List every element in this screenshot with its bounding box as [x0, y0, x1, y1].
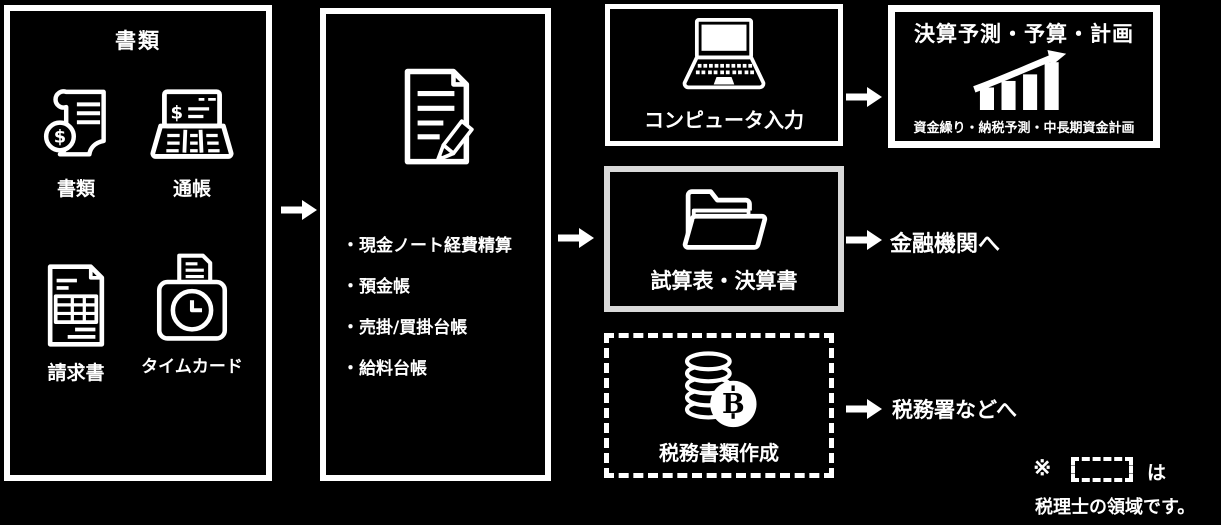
invoice-label: 請求書 [47, 362, 105, 384]
svg-text:B: B [722, 389, 745, 420]
svg-text:$: $ [54, 127, 66, 148]
ledger-list: ・現金ノート経費精算 ・預金帳 ・売掛/買掛台帳 ・給料台帳 [342, 236, 512, 400]
laptop-icon [673, 17, 776, 94]
trial-balance-box: 試算表・決算書 [604, 166, 844, 312]
legend-dashed-box-sample [1071, 457, 1133, 482]
time-card-icon [151, 245, 233, 343]
flow-arrow-icon [846, 399, 882, 419]
time-card-label: タイムカード [141, 357, 243, 377]
tax-documents-box: B 税務書類作成 [604, 333, 834, 478]
flow-arrow-icon [281, 200, 317, 220]
invoice-icon [40, 251, 112, 349]
forecast-box: 決算予測・予算・計画 資金繰り・納税予測・中長期資金計画 [888, 5, 1160, 148]
svg-text:$: $ [170, 102, 183, 123]
computer-input-label: コンピュータ入力 [644, 108, 804, 132]
destination-financial-institutions: 金融機関へ [890, 231, 1001, 257]
document-pencil-icon [390, 66, 482, 169]
time-card-item: タイムカード [136, 245, 248, 377]
documents-box: 書類 $ 書類 $ [4, 5, 272, 481]
forecast-title: 決算予測・予算・計画 [914, 21, 1134, 46]
flow-arrow-icon [846, 87, 882, 107]
passbook-label: 通帳 [172, 178, 211, 200]
invoice-item: 請求書 [24, 251, 128, 385]
documents-box-title: 書類 [115, 28, 161, 53]
trial-balance-label: 試算表・決算書 [650, 268, 798, 293]
ledger-item: ・預金帳 [342, 277, 410, 297]
legend-marker: ※ [1033, 455, 1052, 481]
flow-arrow-icon [846, 230, 882, 250]
passbook-icon: $ [148, 81, 236, 165]
legend-particle: は [1147, 462, 1167, 484]
forecast-subtitle: 資金繰り・納税予測・中長期資金計画 [913, 121, 1135, 136]
ledger-item: ・給料台帳 [342, 359, 427, 379]
passbook-item: $ 通帳 [136, 81, 248, 201]
documents-item: $ 書類 [24, 81, 128, 201]
legend-description: 税理士の領域です。 [1035, 497, 1196, 518]
coin-stack-icon: B [675, 350, 763, 432]
ledger-item: ・売掛/買掛台帳 [342, 318, 468, 338]
destination-tax-office: 税務署などへ [892, 397, 1017, 422]
flow-arrow-icon [558, 228, 594, 248]
tax-documents-label: 税務書類作成 [659, 441, 779, 465]
document-label: 書類 [56, 178, 95, 200]
open-folder-icon [673, 184, 775, 256]
ledger-item: ・現金ノート経費精算 [342, 236, 512, 256]
document-scroll-icon: $ [35, 81, 117, 165]
computer-input-box: コンピュータ入力 [605, 4, 843, 146]
growth-chart-icon [973, 50, 1067, 110]
ledger-box: ・現金ノート経費精算 ・預金帳 ・売掛/買掛台帳 ・給料台帳 [320, 8, 551, 481]
